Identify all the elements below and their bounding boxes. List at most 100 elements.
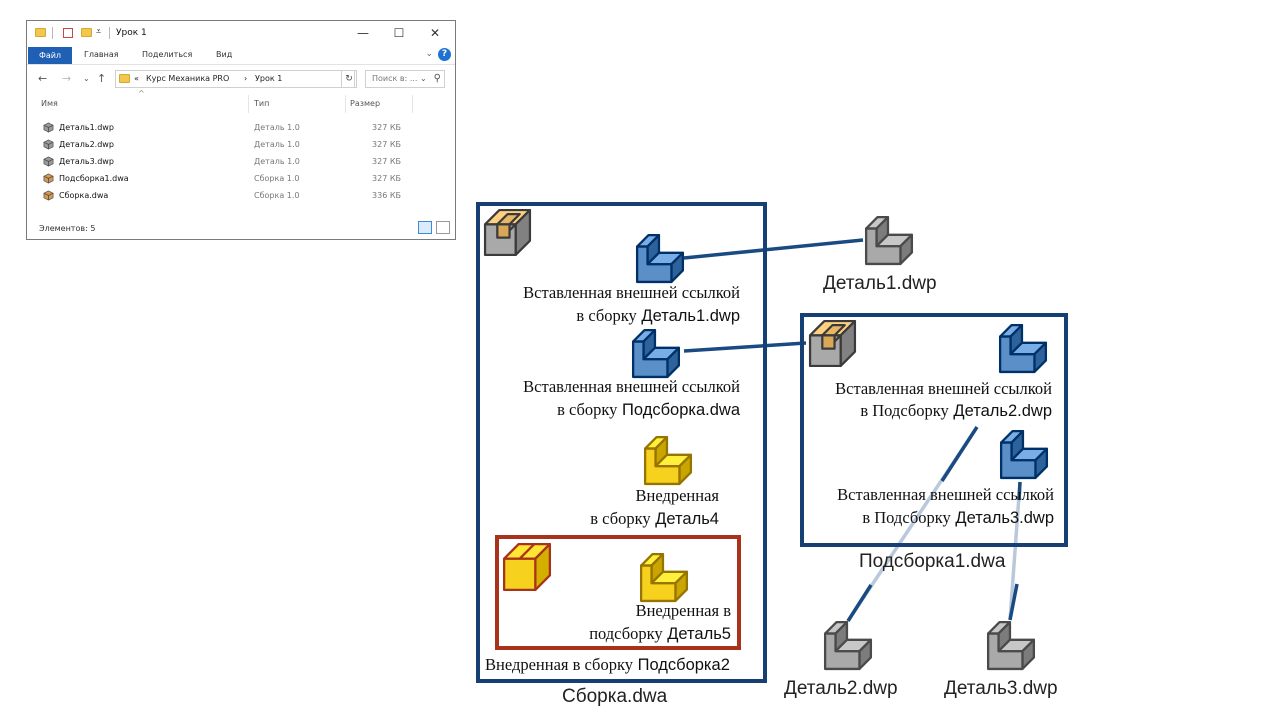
tab-home[interactable]: Главная bbox=[84, 50, 119, 59]
minimize-button[interactable]: — bbox=[357, 26, 369, 40]
details-view-icon[interactable] bbox=[418, 221, 432, 234]
expand-ribbon-icon[interactable]: ⌄ bbox=[425, 49, 433, 59]
embedded-detail4-label-line1: Внедренная bbox=[635, 486, 719, 505]
file-name: Подсборка1.dwa bbox=[59, 174, 129, 183]
link-line-detail3-lower bbox=[1008, 583, 1019, 621]
breadcrumb-lesson[interactable]: Урок 1 bbox=[255, 74, 283, 83]
link-line-detail1 bbox=[683, 238, 864, 260]
breadcrumb-course[interactable]: Курс Механика PRO bbox=[146, 74, 230, 83]
assembly-icon bbox=[43, 173, 54, 184]
quick-access-dropdown-icon[interactable]: ⩡ bbox=[96, 27, 102, 37]
file-size: 327 КБ bbox=[372, 140, 401, 149]
detail3-caption: Деталь3.dwp bbox=[944, 678, 1058, 699]
subassembly-icon bbox=[808, 319, 857, 368]
column-divider[interactable] bbox=[412, 95, 413, 113]
tab-share[interactable]: Поделиться bbox=[142, 50, 193, 59]
file-type: Сборка 1.0 bbox=[254, 174, 300, 183]
file-row[interactable]: Подсборка1.dwa Сборка 1.0 327 КБ bbox=[41, 171, 421, 188]
maximize-button[interactable]: ☐ bbox=[393, 26, 405, 40]
tab-file[interactable]: Файл bbox=[28, 47, 72, 64]
linked-part-icon bbox=[998, 323, 1048, 374]
part-file-icon bbox=[986, 620, 1036, 671]
recent-locations-icon[interactable]: ⌄ bbox=[83, 74, 90, 83]
refresh-icon[interactable]: ↻ bbox=[341, 70, 357, 88]
help-icon[interactable]: ? bbox=[438, 48, 451, 61]
linked-part-icon bbox=[999, 429, 1049, 480]
forward-arrow-icon[interactable]: → bbox=[62, 72, 72, 85]
folder-icon bbox=[119, 74, 130, 83]
navigation-bar: ← → ⌄ ↑ « Курс Механика PRO › Урок 1 ⌄ ↻… bbox=[27, 66, 455, 92]
embedded-subassembly-caption-prefix: Внедренная в сборку bbox=[485, 655, 633, 674]
file-name: Деталь3.dwp bbox=[59, 157, 114, 166]
close-button[interactable]: ✕ bbox=[429, 26, 441, 40]
column-divider[interactable] bbox=[345, 95, 346, 113]
new-folder-icon[interactable] bbox=[81, 28, 92, 37]
breadcrumb-overflow[interactable]: « bbox=[134, 74, 139, 83]
file-row[interactable]: Деталь2.dwp Деталь 1.0 327 КБ bbox=[41, 137, 421, 154]
detail1-caption: Деталь1.dwp bbox=[823, 273, 937, 294]
embedded-subassembly-icon bbox=[502, 542, 552, 592]
linked-detail1-label-line2: в сборку Деталь1.dwp bbox=[576, 305, 740, 327]
main-assembly-caption: Сборка.dwa bbox=[562, 686, 668, 707]
link-line-subassembly bbox=[683, 341, 807, 353]
sub-linked-detail3-label-name: Деталь3.dwp bbox=[955, 509, 1054, 527]
file-name: Деталь1.dwp bbox=[59, 123, 114, 132]
part-icon bbox=[43, 122, 54, 133]
address-bar[interactable]: « Курс Механика PRO › Урок 1 ⌄ bbox=[115, 70, 427, 88]
subassembly1-frame bbox=[800, 313, 1068, 547]
sub-linked-detail3-label-prefix: в Подсборку bbox=[862, 508, 951, 527]
embedded-detail5-label-line2: подсборку Деталь5 bbox=[589, 623, 731, 645]
link-line-detail2-upper bbox=[940, 426, 979, 482]
embedded-subassembly-frame bbox=[495, 535, 741, 650]
part-icon bbox=[43, 156, 54, 167]
embedded-subassembly-caption-name: Подсборка2 bbox=[637, 656, 730, 674]
file-type: Деталь 1.0 bbox=[254, 123, 300, 132]
linked-detail1-label-name: Деталь1.dwp bbox=[641, 307, 740, 325]
assembly-icon bbox=[43, 190, 54, 201]
file-explorer-window: ⩡ Урок 1 — ☐ ✕ Файл Главная Поделиться В… bbox=[26, 20, 456, 240]
folder-icon bbox=[35, 28, 46, 37]
linked-part-icon bbox=[635, 233, 685, 284]
up-arrow-icon[interactable]: ↑ bbox=[97, 72, 107, 85]
embedded-detail4-label-prefix: в сборку bbox=[590, 509, 651, 528]
embedded-subassembly-caption: Внедренная в сборку Подсборка2 bbox=[485, 654, 730, 676]
linked-subassembly-label-line2: в сборку Подсборка.dwa bbox=[557, 399, 740, 421]
embedded-detail5-label-prefix: подсборку bbox=[589, 624, 663, 643]
status-item-count: Элементов: 5 bbox=[39, 224, 96, 233]
linked-subassembly-label-prefix: в сборку bbox=[557, 400, 618, 419]
column-header-type[interactable]: Тип bbox=[254, 99, 270, 108]
search-icon: ⚲ bbox=[433, 73, 441, 84]
file-size: 327 КБ bbox=[372, 157, 401, 166]
search-box[interactable]: Поиск в: ... ⚲ bbox=[365, 70, 445, 88]
file-row[interactable]: Деталь3.dwp Деталь 1.0 327 КБ bbox=[41, 154, 421, 171]
link-line-detail3-light bbox=[1008, 481, 1022, 621]
back-arrow-icon[interactable]: ← bbox=[38, 72, 48, 85]
ribbon-tabs: Файл Главная Поделиться Вид ⌄ ? bbox=[27, 46, 455, 65]
file-size: 336 КБ bbox=[372, 191, 401, 200]
part-file-icon bbox=[823, 620, 873, 671]
sub-linked-detail3-label-line1: Вставленная внешней ссылкой bbox=[837, 485, 1054, 504]
file-type: Деталь 1.0 bbox=[254, 140, 300, 149]
properties-icon[interactable] bbox=[63, 28, 73, 38]
main-assembly-frame bbox=[476, 202, 767, 683]
file-type: Деталь 1.0 bbox=[254, 157, 300, 166]
file-name: Деталь2.dwp bbox=[59, 140, 114, 149]
tab-view[interactable]: Вид bbox=[216, 50, 233, 59]
column-divider[interactable] bbox=[248, 95, 249, 113]
column-header-name[interactable]: Имя bbox=[41, 99, 58, 108]
linked-subassembly-icon bbox=[631, 328, 681, 379]
address-dropdown-icon[interactable]: ⌄ bbox=[420, 74, 427, 83]
sub-linked-detail2-label-line1: Вставленная внешней ссылкой bbox=[835, 379, 1052, 398]
column-header-size[interactable]: Размер bbox=[350, 99, 381, 108]
file-size: 327 КБ bbox=[372, 174, 401, 183]
linked-subassembly-label-name: Подсборка.dwa bbox=[622, 401, 740, 419]
main-assembly-icon bbox=[483, 208, 532, 257]
embedded-part-icon bbox=[643, 435, 693, 486]
sub-linked-detail3-label-line2: в Подсборку Деталь3.dwp bbox=[862, 507, 1054, 529]
large-icons-view-icon[interactable] bbox=[436, 221, 450, 234]
detail2-caption: Деталь2.dwp bbox=[784, 678, 898, 699]
embedded-part-icon bbox=[639, 552, 689, 603]
title-bar: ⩡ Урок 1 — ☐ ✕ bbox=[27, 21, 455, 46]
